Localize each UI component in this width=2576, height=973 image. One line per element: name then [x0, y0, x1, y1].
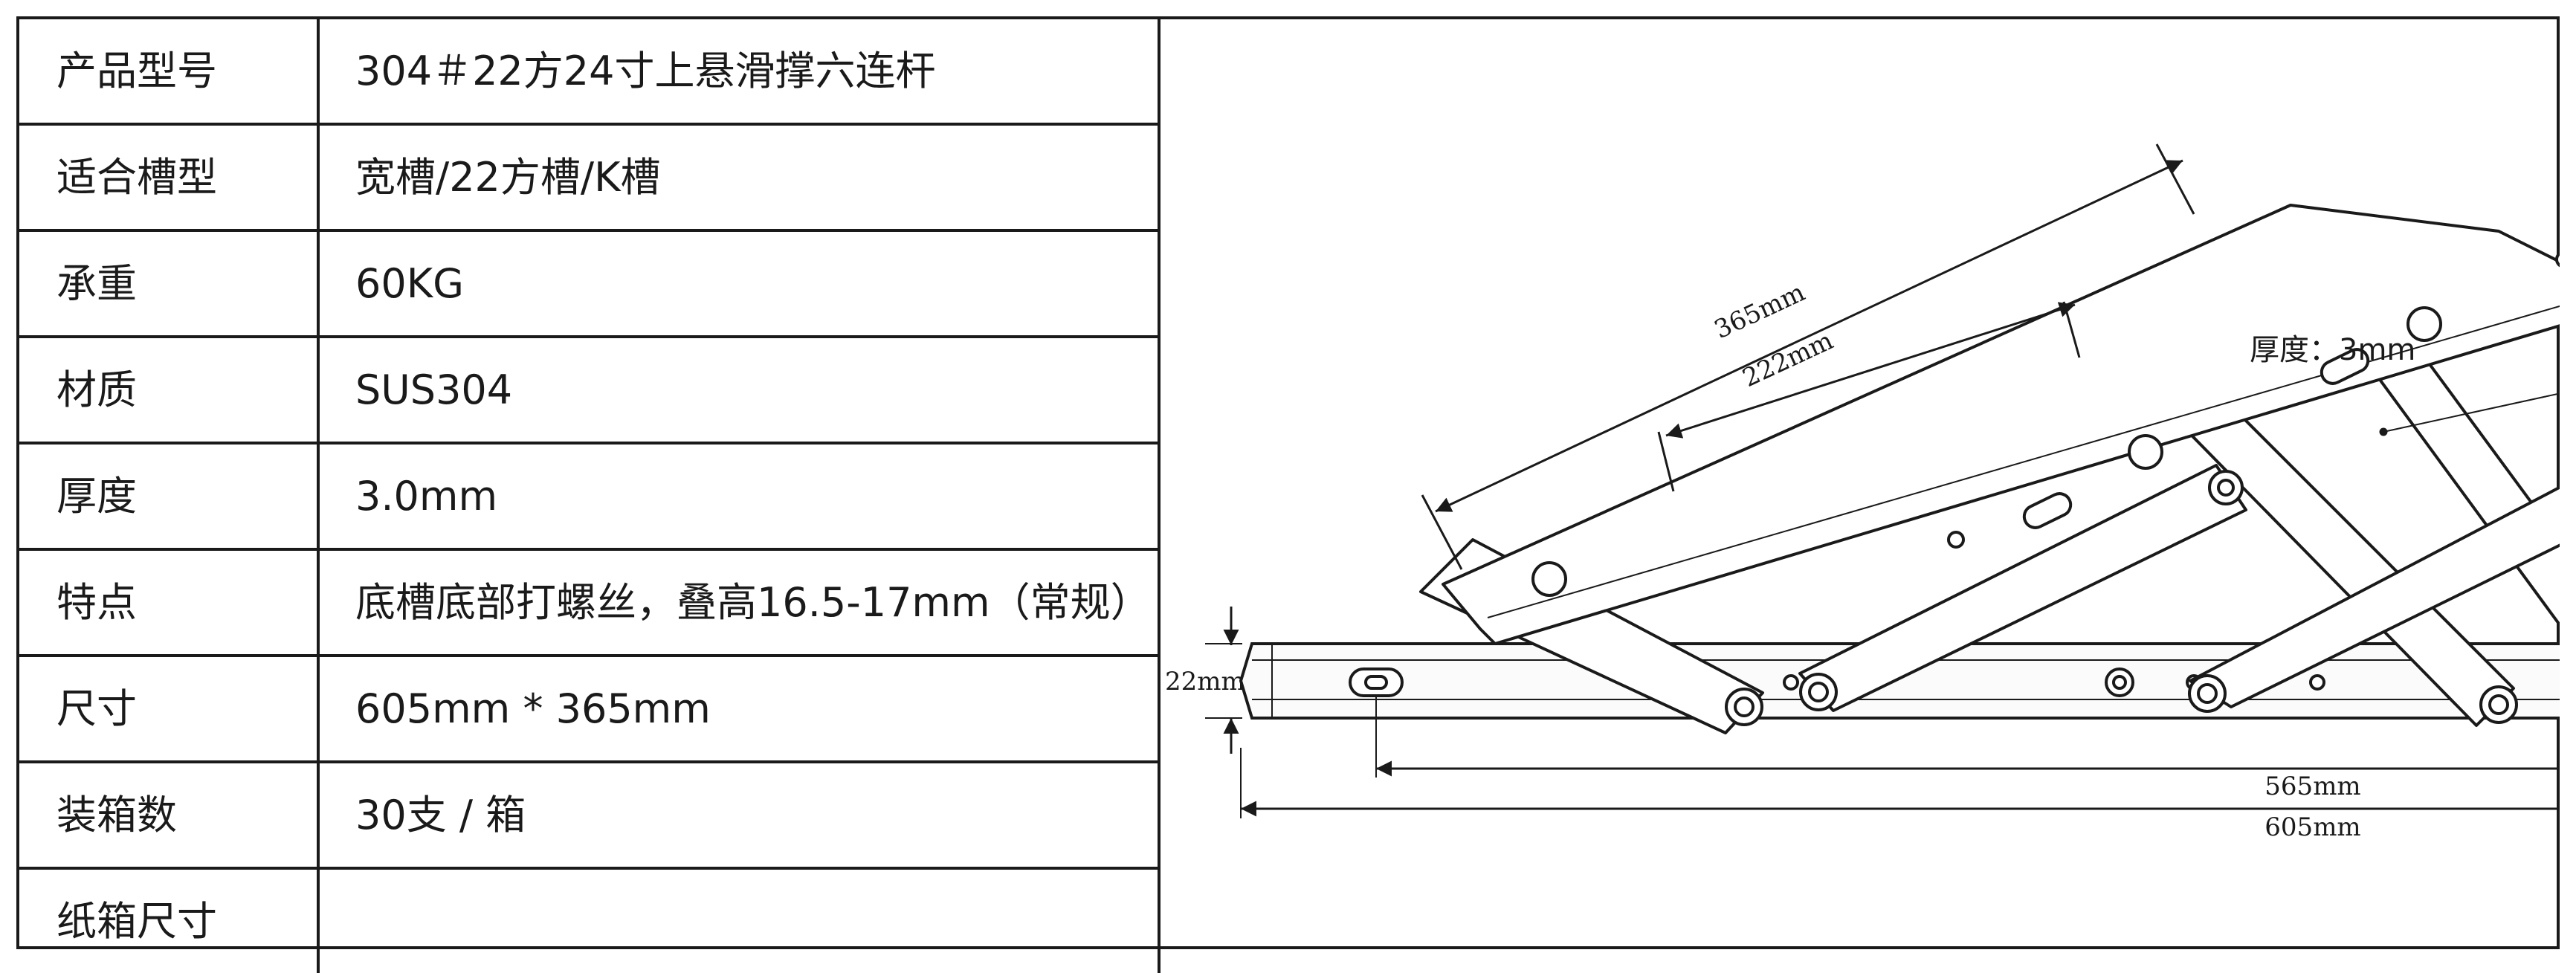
row-value: 宽槽/22方槽/K槽 [317, 123, 1161, 232]
row-label: 尺寸 [19, 654, 320, 763]
row-label: 材质 [19, 335, 320, 445]
spec-table: 产品型号 304＃22方24寸上悬滑撑六连杆 适合槽型 宽槽/22方槽/K槽 承… [19, 19, 1161, 973]
row-label: 产品型号 [19, 19, 320, 126]
row-value: 30支 / 箱 [317, 760, 1161, 870]
spec-sheet: 产品型号 304＃22方24寸上悬滑撑六连杆 适合槽型 宽槽/22方槽/K槽 承… [16, 16, 2560, 973]
row-value: SUS304 [317, 335, 1161, 445]
table-row: 尺寸 605mm * 365mm [19, 654, 1161, 763]
dim-height: 22mm [1165, 667, 1245, 696]
row-value [317, 867, 1161, 973]
dim-thickness: 厚度：3mm [2250, 333, 2415, 367]
row-label: 特点 [19, 548, 320, 657]
row-value: 3.0mm [317, 442, 1161, 551]
dim-arm-total: 365mm [1710, 277, 1810, 345]
technical-drawing: 365mm 222mm 厚度：3mm 22mm 565mm 605mm [1165, 143, 2560, 842]
row-label: 装箱数 [19, 760, 320, 870]
row-label: 承重 [19, 229, 320, 338]
table-row: 特点 底槽底部打螺丝，叠高16.5-17mm（常规） [19, 548, 1161, 657]
table-row: 纸箱尺寸 [19, 867, 1161, 973]
pivot-rivets [1725, 470, 2518, 726]
friction-stay-drawing: 365mm 222mm 厚度：3mm 22mm 565mm 605mm [1161, 19, 2560, 949]
table-row: 适合槽型 宽槽/22方槽/K槽 [19, 123, 1161, 232]
row-label: 厚度 [19, 442, 320, 551]
row-label: 纸箱尺寸 [19, 867, 320, 973]
table-row: 承重 60KG [19, 229, 1161, 338]
row-label: 适合槽型 [19, 123, 320, 232]
table-row: 产品型号 304＃22方24寸上悬滑撑六连杆 [19, 19, 1161, 126]
table-row: 材质 SUS304 [19, 335, 1161, 445]
table-row: 装箱数 30支 / 箱 [19, 760, 1161, 870]
row-value: 60KG [317, 229, 1161, 338]
dimension-lines [1205, 143, 2560, 818]
dim-arm-slot: 222mm [1738, 326, 1838, 393]
row-value: 304＃22方24寸上悬滑撑六连杆 [317, 19, 1161, 126]
dim-track-total: 605mm [2265, 812, 2360, 842]
row-value: 605mm * 365mm [317, 654, 1161, 763]
table-row: 厚度 3.0mm [19, 442, 1161, 551]
row-value: 底槽底部打螺丝，叠高16.5-17mm（常规） [317, 548, 1161, 657]
dim-track-inner: 565mm [2265, 772, 2360, 801]
